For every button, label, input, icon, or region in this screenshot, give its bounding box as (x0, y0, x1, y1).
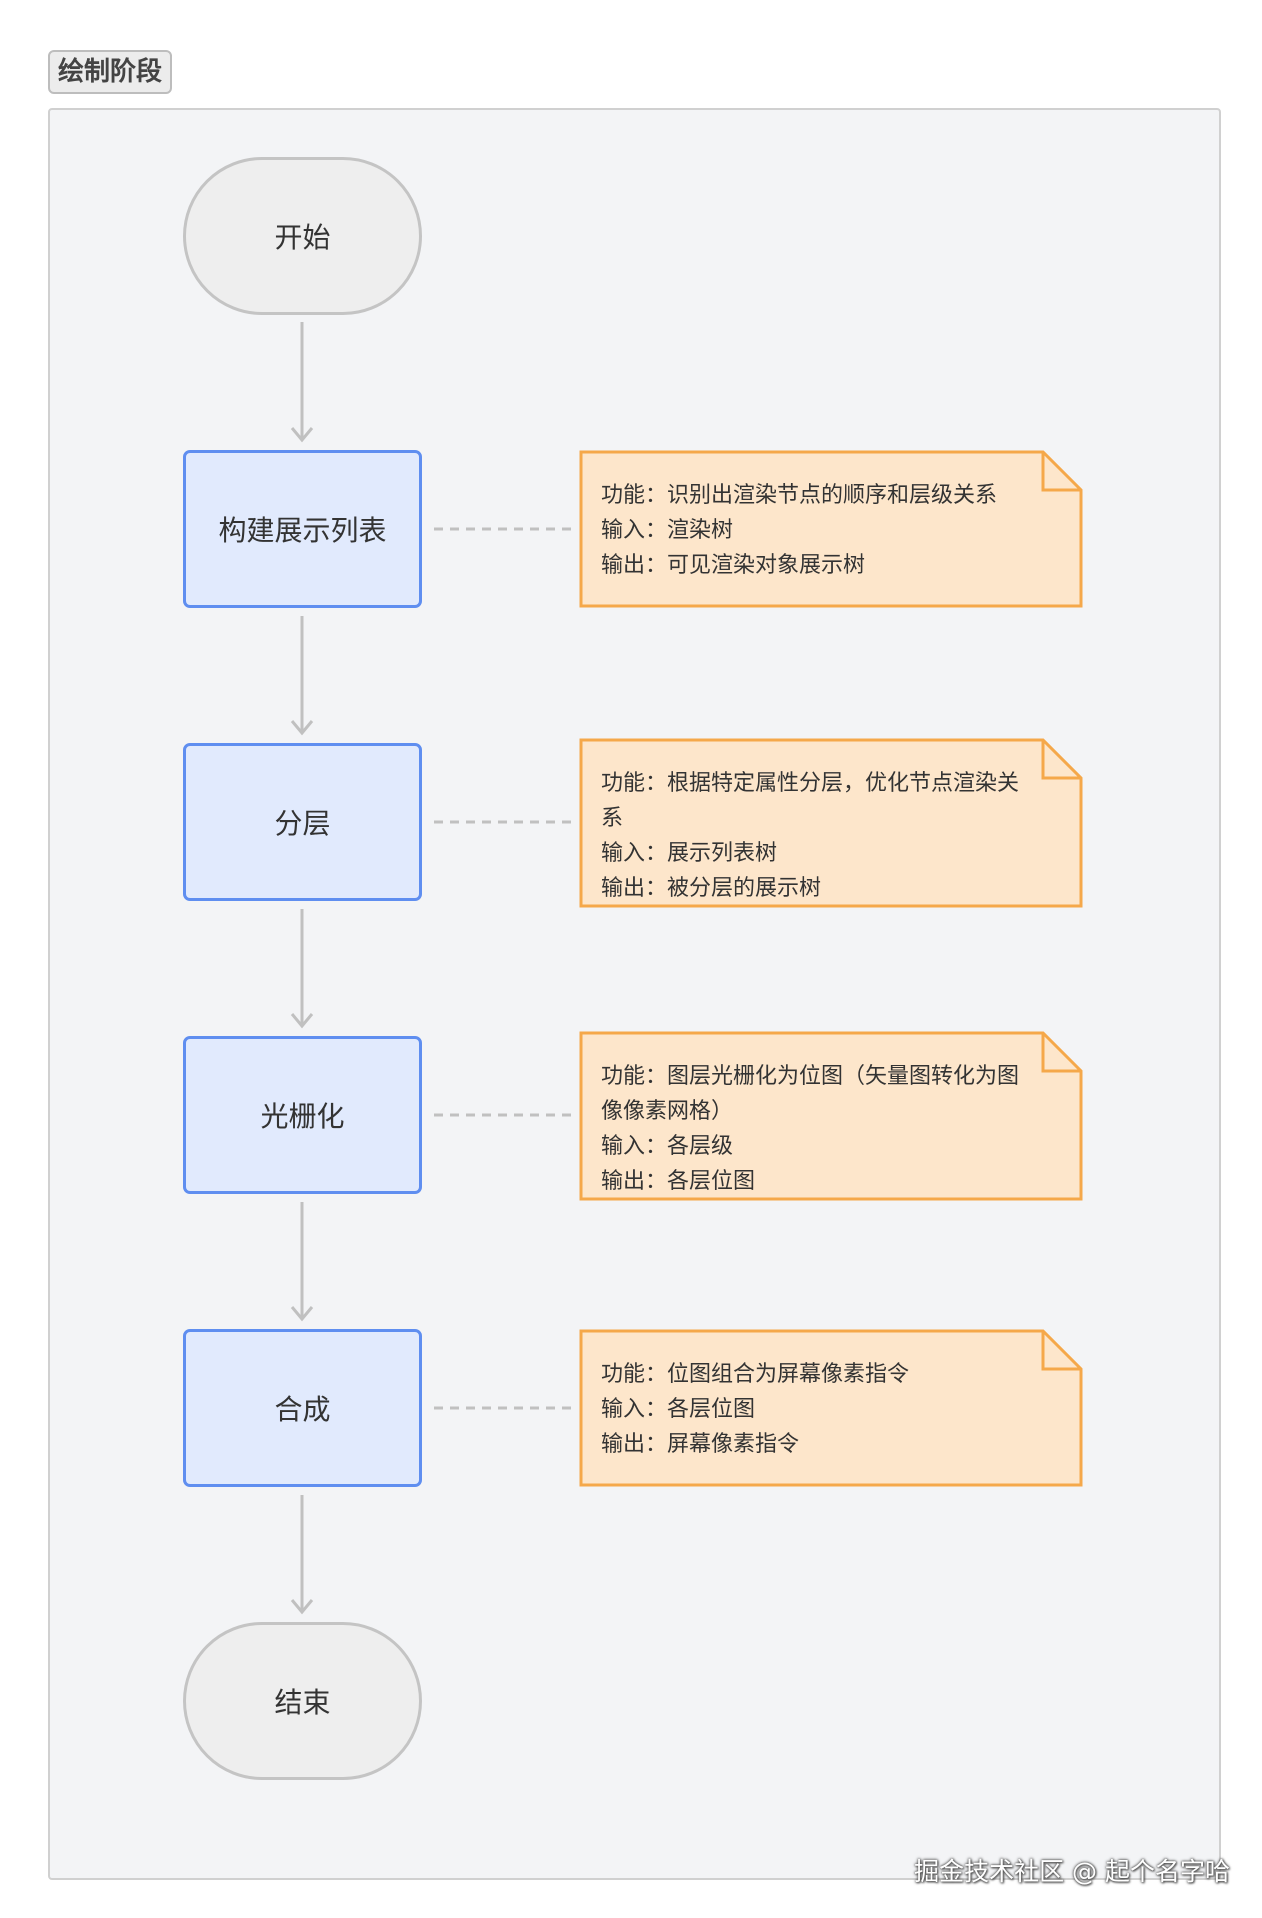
note-layering: 功能：根据特定属性分层，优化节点渲染关系 输入：展示列表树 输出：被分层的展示树 (579, 738, 1083, 908)
step-label: 合成 (274, 1393, 331, 1426)
note-function: 功能：根据特定属性分层，优化节点渲染关系 (601, 771, 1020, 831)
note-function: 功能：位图组合为屏幕像素指令 (601, 1362, 910, 1387)
end-label: 结束 (274, 1686, 331, 1719)
arrowhead-5 (290, 1599, 314, 1615)
note-input: 输入：各层级 (601, 1134, 734, 1159)
step-rasterize: 光栅化 (183, 1036, 422, 1194)
step-label: 构建展示列表 (218, 514, 387, 547)
note-shape (579, 738, 1083, 908)
step-layering: 分层 (183, 743, 422, 901)
arrowhead-4 (290, 1306, 314, 1322)
note-function: 功能：图层光栅化为位图（矢量图转化为图像像素网格） (601, 1064, 1020, 1124)
diagram-frame (48, 108, 1221, 1880)
note-input: 输入：展示列表树 (601, 841, 778, 866)
note-build-display-list: 功能：识别出渲染节点的顺序和层级关系 输入：渲染树 输出：可见渲染对象展示树 (579, 450, 1083, 608)
note-output: 输出：被分层的展示树 (601, 876, 822, 901)
start-node: 开始 (183, 157, 422, 315)
section-title: 绘制阶段 (48, 50, 173, 94)
step-label: 光栅化 (260, 1100, 345, 1133)
note-function: 功能：识别出渲染节点的顺序和层级关系 (601, 483, 998, 508)
note-output: 输出：可见渲染对象展示树 (601, 553, 866, 578)
end-node: 结束 (183, 1622, 422, 1780)
note-rasterize: 功能：图层光栅化为位图（矢量图转化为图像像素网格） 输入：各层级 输出：各层位图 (579, 1031, 1083, 1201)
arrowhead-1 (290, 427, 314, 443)
arrowhead-3 (290, 1013, 314, 1029)
note-input: 输入：渲染树 (601, 518, 734, 543)
arrowhead-2 (290, 720, 314, 736)
note-input: 输入：各层位图 (601, 1397, 756, 1422)
step-composite: 合成 (183, 1329, 422, 1487)
start-label: 开始 (274, 221, 331, 254)
note-shape (579, 450, 1083, 608)
note-output: 输出：各层位图 (601, 1169, 756, 1194)
note-output: 输出：屏幕像素指令 (601, 1432, 800, 1457)
step-label: 分层 (274, 807, 331, 840)
step-build-display-list: 构建展示列表 (183, 450, 422, 608)
note-shape (579, 1031, 1083, 1201)
watermark: 掘金技术社区 @ 起个名字哈 (914, 1857, 1230, 1886)
note-composite: 功能：位图组合为屏幕像素指令 输入：各层位图 输出：屏幕像素指令 (579, 1329, 1083, 1487)
note-shape (579, 1329, 1083, 1487)
